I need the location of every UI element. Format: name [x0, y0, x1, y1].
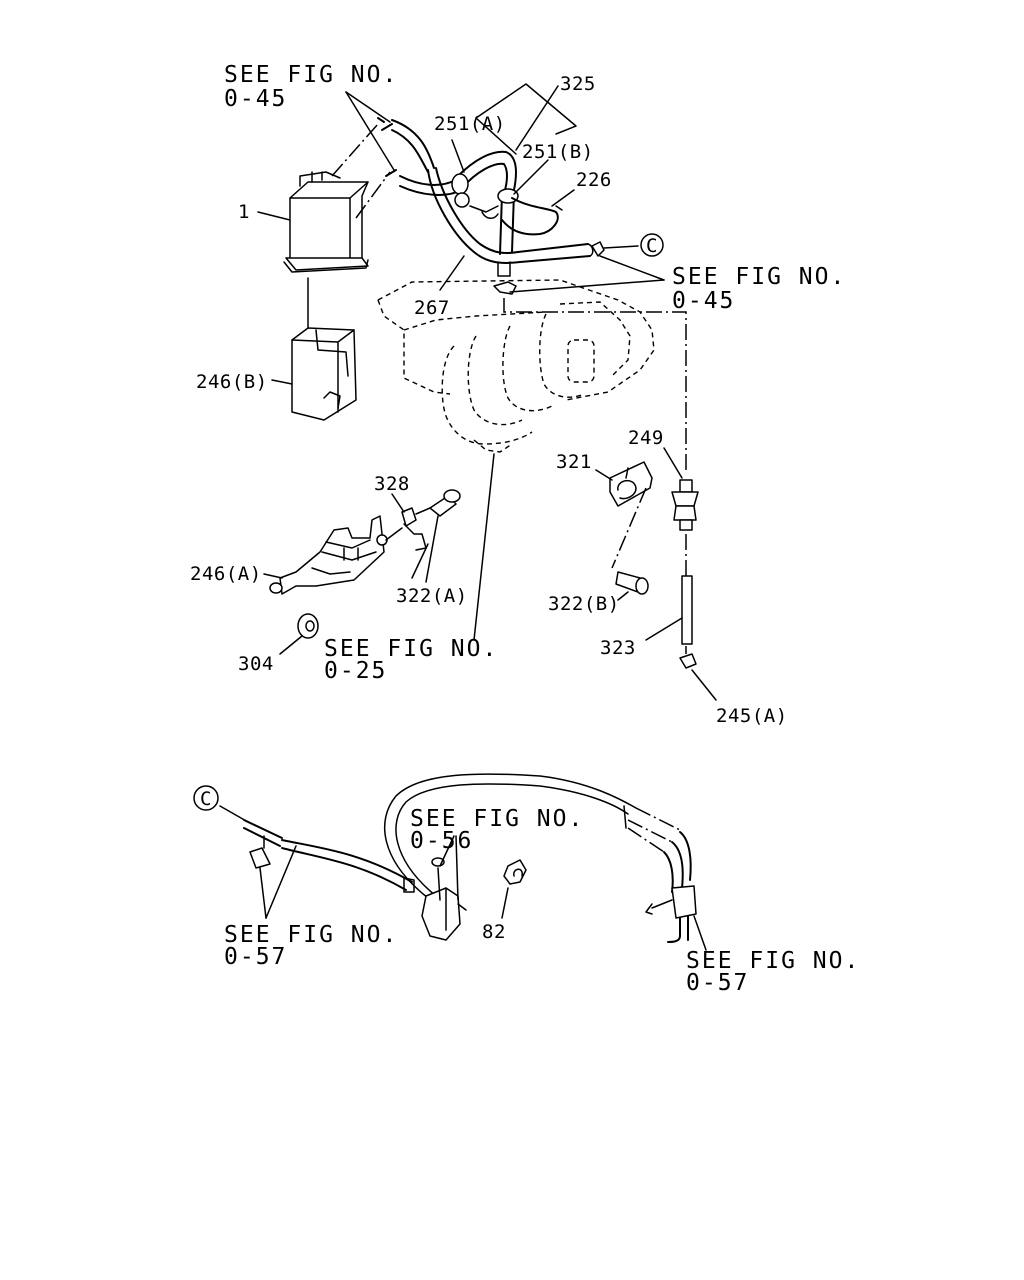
leader-lines — [257, 83, 717, 951]
ref-see-fig-1: SEE FIG NO. — [224, 62, 398, 88]
callout-323: 323 — [600, 637, 636, 659]
bracket-226-tab — [555, 205, 563, 211]
dash-route-to-filter — [503, 298, 687, 470]
callout-322a: 322(A) — [396, 585, 468, 607]
callout-321: 321 — [556, 451, 592, 473]
dash-321-bolt — [611, 487, 647, 569]
vapor-hoses — [377, 117, 594, 295]
bracket-321 — [609, 461, 653, 507]
leader-0-45-right-b — [599, 255, 665, 281]
ref-fig-number-2: 0-45 — [672, 288, 735, 314]
callout-322b: 322(B) — [548, 593, 620, 615]
ref-fig-number-4: 0-56 — [410, 828, 473, 854]
callout-245a: 245(A) — [716, 705, 788, 727]
reference-labels: SEE FIG NO. 0-45 SEE FIG NO. 0-45 SEE FI… — [224, 62, 860, 996]
ref-fig-number-5: 0-57 — [224, 944, 287, 970]
bolt-322b — [615, 571, 649, 595]
ref-fig-number-1: 0-45 — [224, 86, 287, 112]
connector-c-circle-top — [640, 233, 664, 257]
callout-267: 267 — [414, 297, 450, 319]
bracket-246b — [291, 327, 357, 421]
callout-1: 1 — [238, 201, 250, 223]
connector-c-fitting — [591, 241, 605, 257]
callout-246b: 246(B) — [196, 371, 268, 393]
ref-fig-number-3: 0-25 — [324, 658, 387, 684]
leader-manifold — [473, 453, 495, 641]
canister — [283, 171, 369, 273]
callout-251a: 251(A) — [434, 113, 506, 135]
connector-c-label-bottom: C — [200, 788, 212, 810]
bracket-226 — [501, 197, 559, 236]
bolt-322a — [415, 489, 461, 517]
pipe-323 — [681, 575, 693, 645]
leader-c-top — [603, 245, 639, 249]
callout-226: 226 — [576, 169, 612, 191]
callout-249: 249 — [628, 427, 664, 449]
ref-fig-number-6: 0-57 — [686, 970, 749, 996]
connector-c-circle-bottom — [193, 785, 219, 811]
ref-see-fig-3: SEE FIG NO. — [324, 636, 498, 662]
leader-0-45-right-a — [509, 279, 665, 293]
leader-246a-clip — [385, 527, 403, 541]
callout-328: 328 — [374, 473, 410, 495]
callout-251b: 251(B) — [522, 141, 594, 163]
vsv-valve — [421, 857, 467, 941]
callout-304: 304 — [238, 653, 274, 675]
part-callouts: 1 246(B) 251(A) 325 251(B) 226 267 249 3… — [190, 73, 788, 943]
nut-304 — [297, 613, 319, 639]
ref-see-fig-2: SEE FIG NO. — [672, 264, 846, 290]
intake-manifold — [377, 279, 655, 453]
filter-249 — [671, 479, 699, 531]
clip-245a — [679, 653, 697, 669]
hose-clamps — [451, 173, 519, 219]
bracket-246a — [269, 515, 388, 595]
dash-canister-2 — [355, 171, 391, 219]
ref-see-fig-6: SEE FIG NO. — [686, 948, 860, 974]
ref-see-fig-5: SEE FIG NO. — [224, 922, 398, 948]
callout-82: 82 — [482, 921, 506, 943]
callout-325: 325 — [560, 73, 596, 95]
ref-see-fig-4: SEE FIG NO. — [410, 806, 584, 832]
lower-lines — [219, 773, 697, 943]
connector-c-label-top: C — [646, 235, 658, 257]
clip-82 — [503, 859, 527, 885]
callout-246a: 246(A) — [190, 563, 262, 585]
clip-328 — [401, 507, 427, 551]
